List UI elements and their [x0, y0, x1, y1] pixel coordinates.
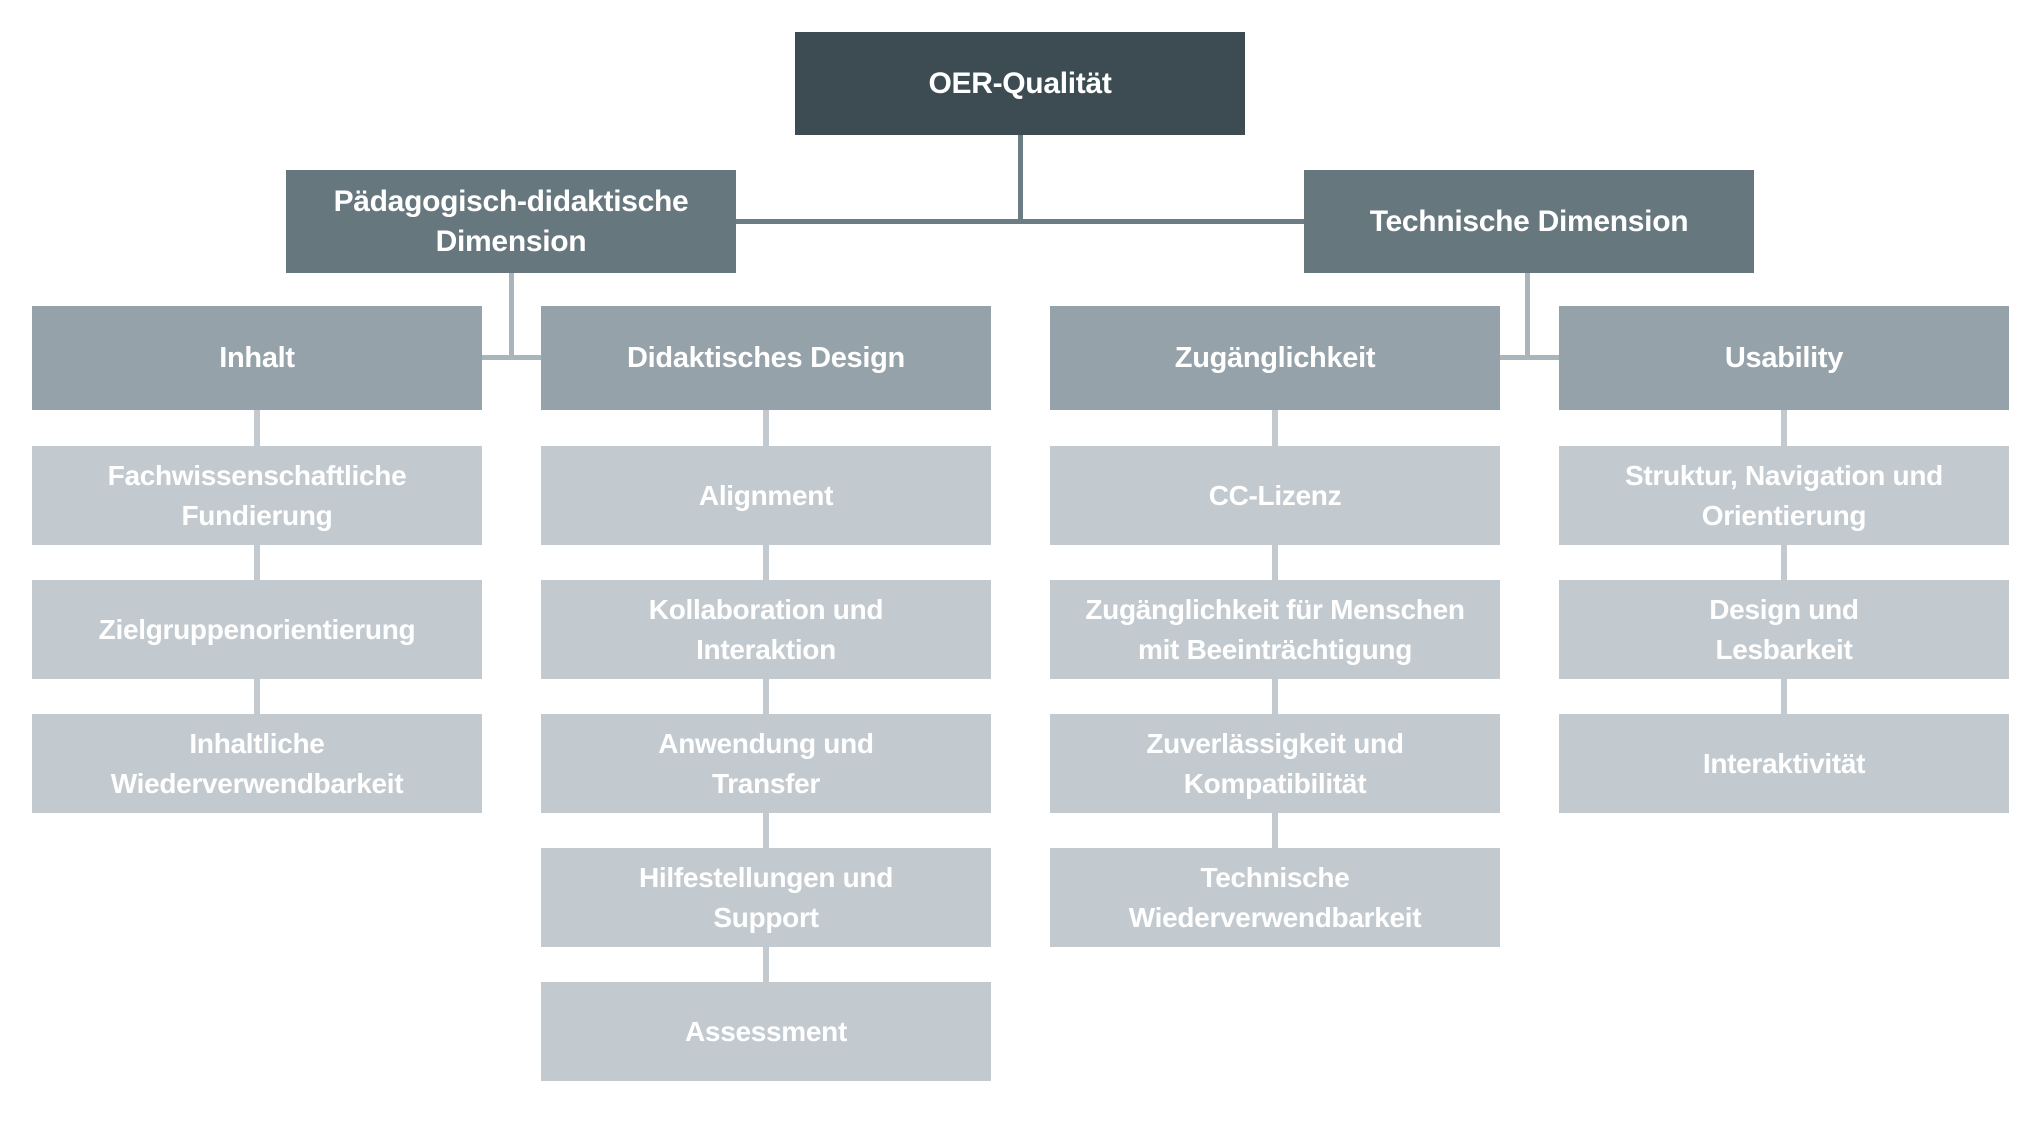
item-label: Zuverlässigkeit und Kompatibilität — [1146, 727, 1404, 799]
item-label: Anwendung und Transfer — [658, 727, 874, 799]
dimension-box-paedagogisch-didaktische: Pädagogisch-didaktische Dimension — [286, 170, 736, 273]
connector-technische-vertical — [1525, 273, 1530, 357]
item-box-anwendung-und-transfer: Anwendung und Transfer — [541, 714, 991, 813]
connector-item — [254, 545, 260, 580]
item-label: Interaktivität — [1702, 747, 1866, 779]
item-label: CC-Lizenz — [1208, 479, 1342, 511]
item-box-zugaenglichkeit-fuer-menschen-mit-beeintraechtigung: Zugänglichkeit für Menschen mit Beeinträ… — [1050, 580, 1500, 679]
connector-root-vertical — [1018, 135, 1023, 222]
item-label: Zielgruppenorientierung — [98, 613, 416, 645]
connector-item — [254, 410, 260, 446]
item-box-assessment: Assessment — [541, 982, 991, 1081]
connector-item — [763, 947, 769, 982]
connector-paedagogisch-horizontal — [482, 355, 541, 360]
dimension-box-technische: Technische Dimension — [1304, 170, 1754, 273]
category-header-usability: Usability — [1559, 306, 2009, 410]
connector-item — [763, 679, 769, 714]
connector-item — [1781, 410, 1787, 446]
connector-item — [1781, 545, 1787, 580]
category-header-didaktisches-design: Didaktisches Design — [541, 306, 991, 410]
connector-item — [1272, 813, 1278, 848]
category-label: Didaktisches Design — [627, 342, 905, 374]
item-box-alignment: Alignment — [541, 446, 991, 545]
item-box-inhaltliche-wiederverwendbarkeit: Inhaltliche Wiederverwendbarkeit — [32, 714, 482, 813]
category-label: Inhalt — [219, 342, 295, 374]
connector-paedagogisch-vertical — [509, 273, 514, 357]
item-label: Fachwissenschaftliche Fundierung — [107, 459, 407, 531]
category-header-zugaenglichkeit: Zugänglichkeit — [1050, 306, 1500, 410]
item-box-interaktivitaet: Interaktivität — [1559, 714, 2009, 813]
item-label: Assessment — [685, 1015, 847, 1047]
connector-item — [1272, 545, 1278, 580]
root-box-oer-qualitaet: OER-Qualität — [795, 32, 1245, 135]
item-box-technische-wiederverwendbarkeit: Technische Wiederverwendbarkeit — [1050, 848, 1500, 947]
item-box-kollaboration-und-interaktion: Kollaboration und Interaktion — [541, 580, 991, 679]
connector-item — [1272, 679, 1278, 714]
dimension-label: Technische Dimension — [1369, 204, 1689, 238]
item-box-fachwissenschaftliche-fundierung: Fachwissenschaftliche Fundierung — [32, 446, 482, 545]
category-label: Usability — [1724, 342, 1844, 374]
item-label: Design und Lesbarkeit — [1709, 593, 1859, 665]
category-label: Zugänglichkeit — [1174, 342, 1376, 374]
connector-item — [254, 679, 260, 714]
connector-item — [763, 545, 769, 580]
connector-item — [763, 813, 769, 848]
connector-item — [763, 410, 769, 446]
item-label: Inhaltliche Wiederverwendbarkeit — [110, 727, 404, 799]
category-header-inhalt: Inhalt — [32, 306, 482, 410]
item-box-struktur-navigation-und-orientierung: Struktur, Navigation und Orientierung — [1559, 446, 2009, 545]
item-box-cc-lizenz: CC-Lizenz — [1050, 446, 1500, 545]
item-label: Kollaboration und Interaktion — [648, 593, 884, 665]
item-box-hilfestellungen-und-support: Hilfestellungen und Support — [541, 848, 991, 947]
item-label: Hilfestellungen und Support — [638, 861, 894, 933]
connector-item — [1781, 679, 1787, 714]
item-box-zuverlaessigkeit-und-kompatibilitaet: Zuverlässigkeit und Kompatibilität — [1050, 714, 1500, 813]
item-box-design-und-lesbarkeit: Design und Lesbarkeit — [1559, 580, 2009, 679]
item-label: Struktur, Navigation und Orientierung — [1625, 459, 1943, 531]
connector-root-horizontal — [736, 219, 1304, 224]
item-box-zielgruppenorientierung: Zielgruppenorientierung — [32, 580, 482, 679]
connector-technische-horizontal — [1500, 355, 1559, 360]
connector-item — [1272, 410, 1278, 446]
item-label: Technische Wiederverwendbarkeit — [1128, 861, 1422, 933]
item-label: Alignment — [698, 479, 834, 511]
item-label: Zugänglichkeit für Menschen mit Beeinträ… — [1085, 593, 1465, 665]
root-label: OER-Qualität — [928, 66, 1112, 100]
dimension-label: Pädagogisch-didaktische Dimension — [333, 184, 689, 258]
